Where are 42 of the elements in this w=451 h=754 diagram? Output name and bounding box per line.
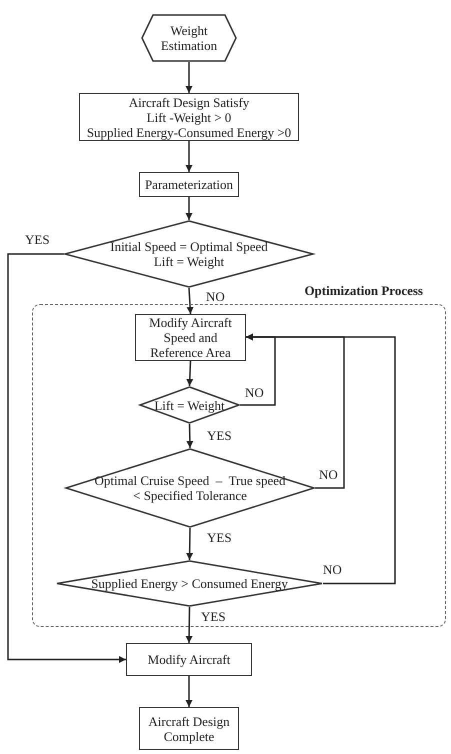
arrow	[186, 528, 194, 560]
decision-diamond	[139, 386, 240, 424]
arrow	[186, 288, 194, 314]
decision-diamond	[56, 560, 323, 607]
process-box	[139, 707, 239, 750]
arrow	[7, 253, 126, 663]
node-text: Aircraft Design Complete	[147, 714, 231, 744]
arrow	[186, 197, 192, 220]
process-box	[79, 93, 299, 141]
decision-diamond	[64, 220, 314, 288]
arrow	[186, 141, 192, 172]
arrow	[246, 334, 396, 584]
arrow	[186, 606, 193, 644]
edge-label: YES	[200, 610, 227, 624]
node-text: Supplied Energy > Consumed Energy	[91, 576, 288, 591]
process-box	[126, 643, 252, 676]
edge-label: NO	[205, 290, 226, 304]
edge-label: YES	[24, 233, 51, 247]
arrow	[186, 676, 192, 707]
node-text: Modify Aircraft	[148, 652, 230, 667]
node-text: Supplied Energy-Consumed Energy >0	[86, 124, 292, 140]
process-box	[139, 172, 239, 197]
edge-label: NO	[244, 386, 265, 400]
node-text: Lift = Weight	[154, 398, 225, 412]
node-text: Weight Estimation	[160, 23, 218, 53]
node-text: Initial Speed = Optimal Speed Lift = Weight	[109, 239, 269, 269]
arrow	[186, 360, 194, 386]
arrow	[186, 62, 192, 93]
node-text: Parameterization	[144, 177, 234, 192]
node-text: Optimal Cruise Speed – True speed < Specified Tolerance	[93, 473, 286, 503]
edge-label: YES	[206, 531, 233, 545]
process-box	[135, 314, 246, 361]
start-hexagon	[141, 14, 237, 62]
box-title: Aircraft Design Satisfy	[128, 94, 250, 110]
edge-label: NO	[322, 563, 343, 577]
node-text: Modify Aircraft Speed and Reference Area	[148, 315, 233, 360]
group-heading: Optimization Process	[304, 283, 423, 298]
decision-diamond	[65, 448, 315, 528]
edge-label: YES	[206, 429, 233, 443]
arrow	[186, 424, 194, 448]
edge-label: NO	[318, 468, 339, 482]
node-text: Lift -Weight > 0	[146, 110, 232, 124]
